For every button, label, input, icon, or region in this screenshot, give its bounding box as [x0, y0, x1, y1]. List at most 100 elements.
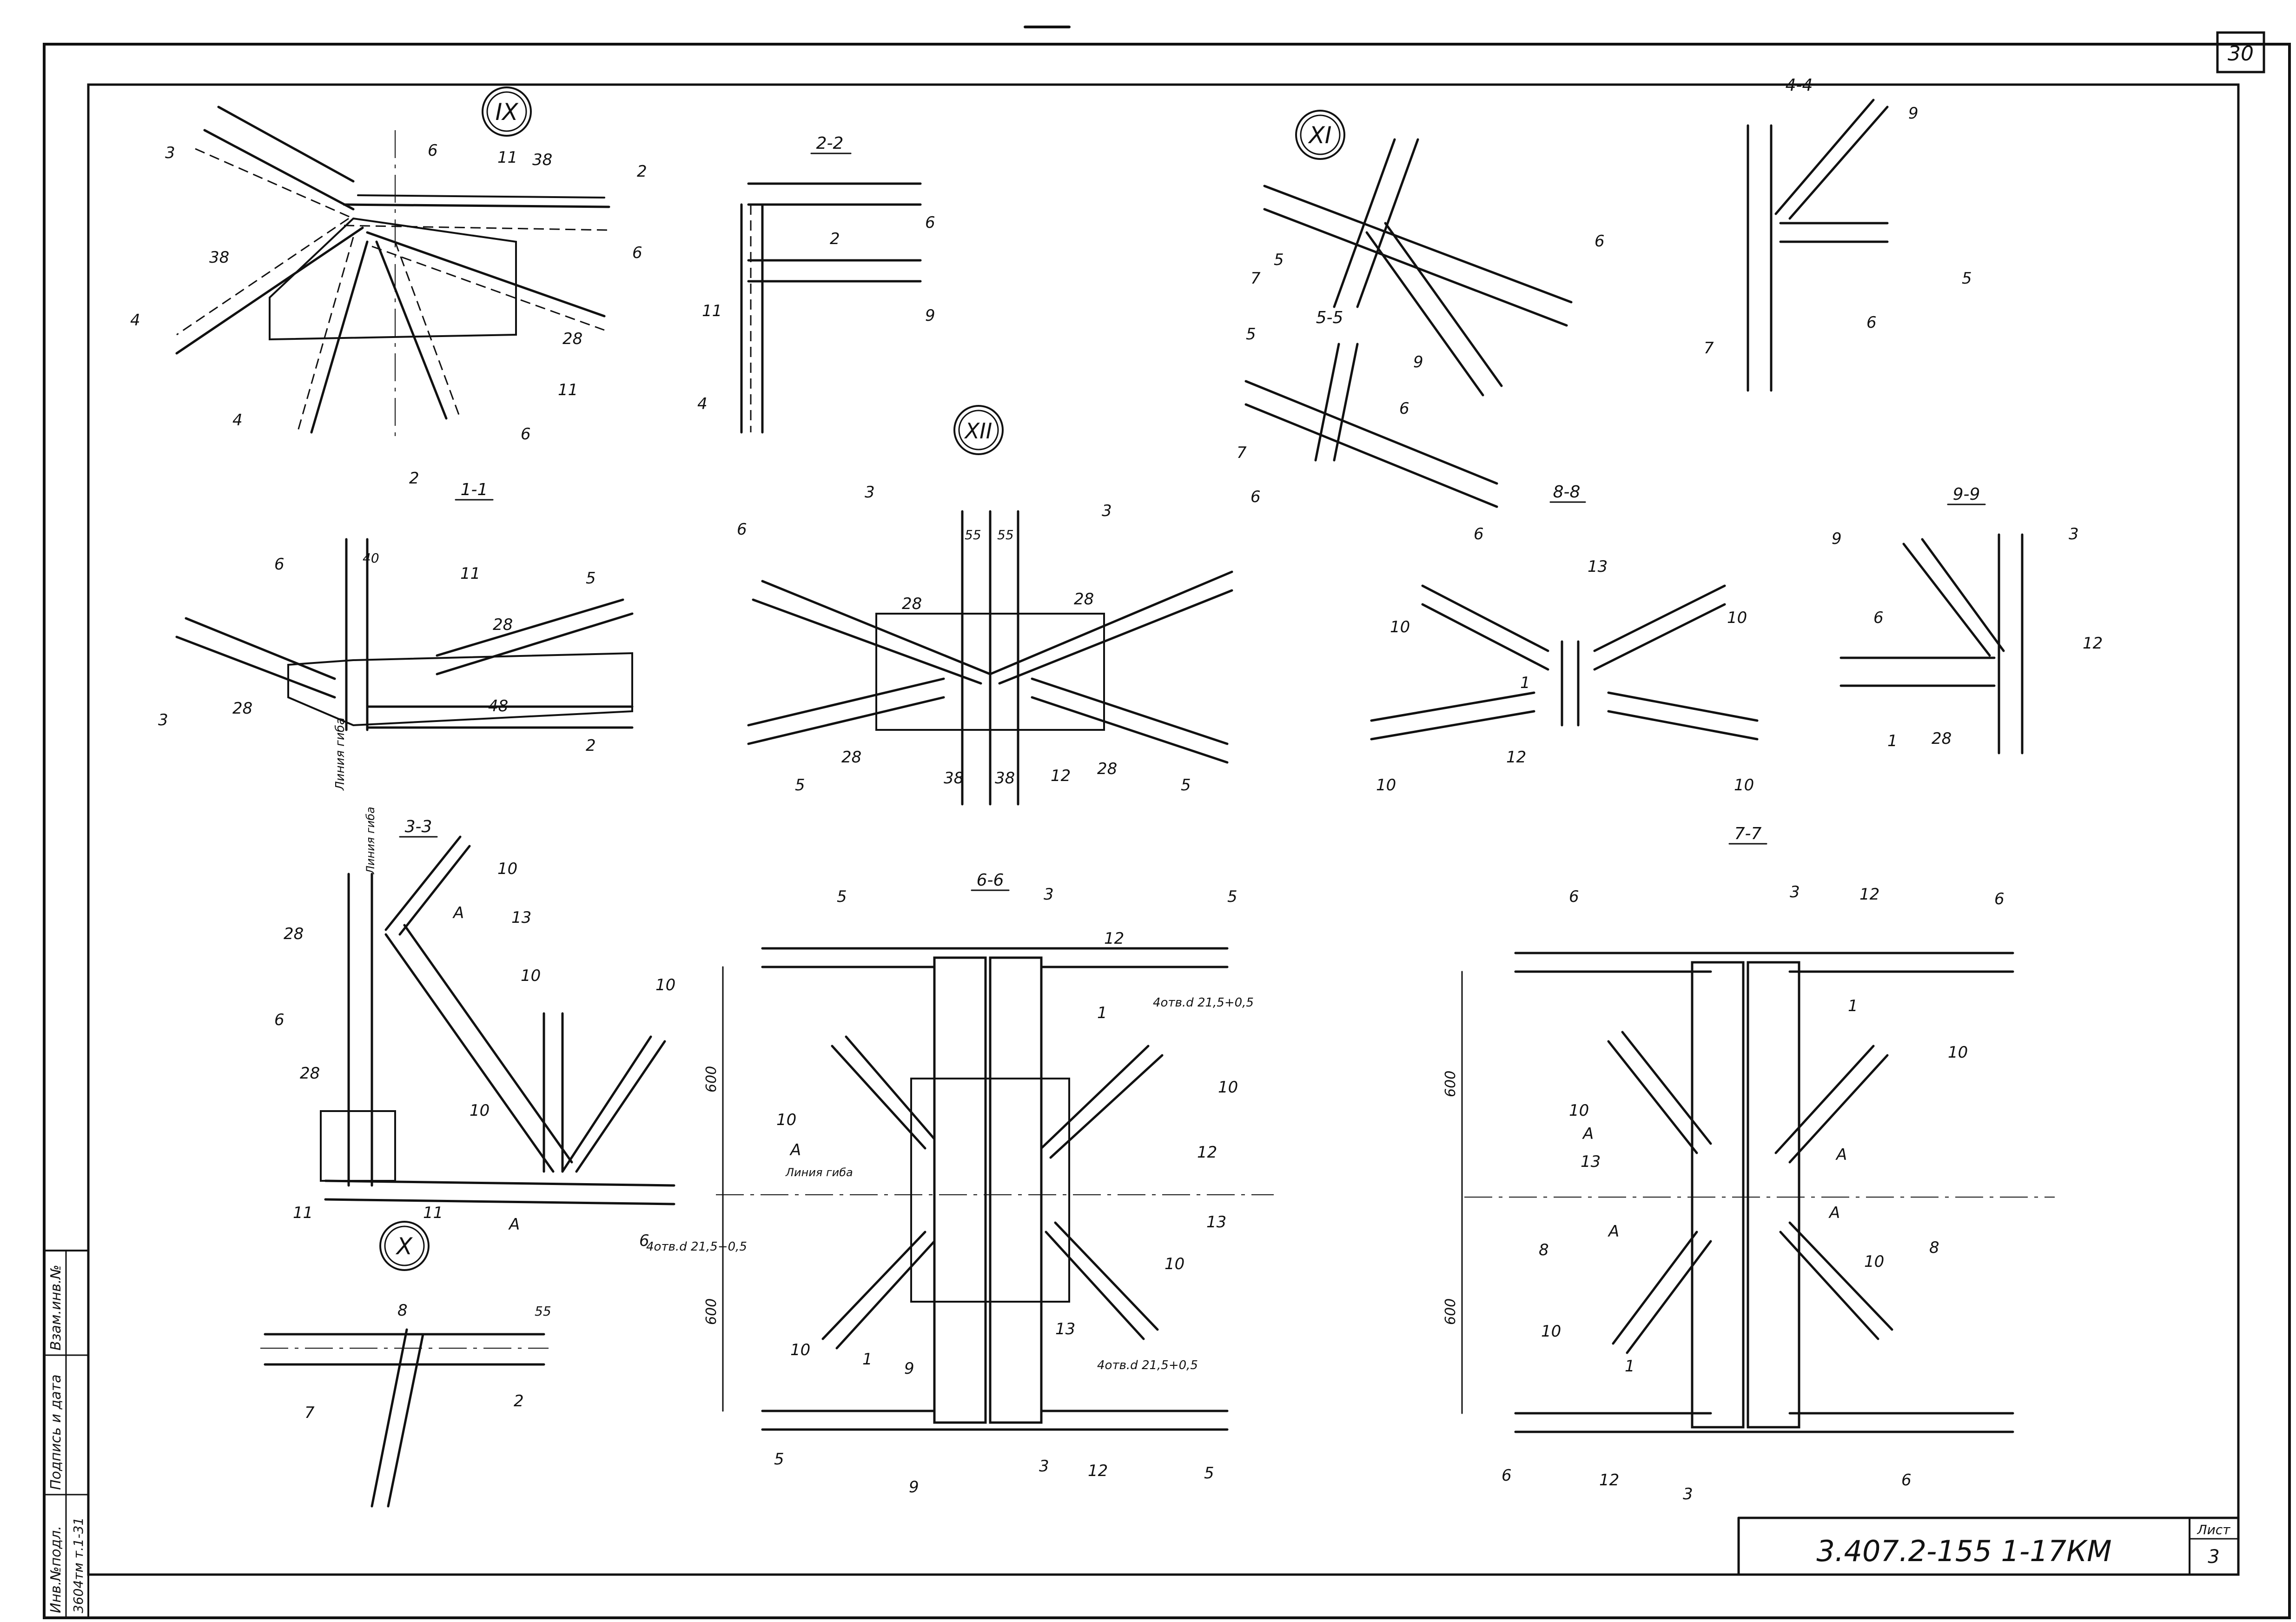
s77-label-10c: 10: [1864, 1252, 1884, 1271]
s88-label-10: 10: [1390, 618, 1410, 636]
s11-label-3: 3: [158, 711, 168, 729]
s88-label-10d: 10: [1734, 776, 1754, 794]
s33-label-10b: 10: [521, 967, 541, 985]
x-label-8: 8: [397, 1301, 408, 1320]
section-1-1: 1-1 6 40 11 5 28 48 2 3 28 Линия гиба: [158, 480, 634, 791]
ix-label-11b: 11: [558, 381, 578, 399]
xi-label-7: 7: [1251, 269, 1261, 288]
s33-label-10d: 10: [470, 1101, 490, 1120]
s88-label-13: 13: [1588, 557, 1608, 576]
s66-dim-600b: 600: [703, 1298, 720, 1325]
s66-label-A: А: [789, 1141, 801, 1159]
s77-label-13: 13: [1581, 1152, 1601, 1171]
s77-label-8: 8: [1539, 1241, 1549, 1259]
s44-label-9: 9: [1908, 104, 1919, 123]
s11-dim-40: 40: [363, 550, 379, 566]
s33-label-6b: 6: [639, 1231, 649, 1250]
s33-label-10: 10: [497, 860, 517, 878]
s66-label-10b: 10: [776, 1111, 796, 1129]
s55-label-5: 5: [1246, 325, 1256, 344]
xii-label-12: 12: [1051, 767, 1071, 785]
ix-label-4b: 4: [232, 411, 243, 430]
xii-label-6: 6: [737, 520, 747, 539]
s88-label-10b: 10: [1727, 609, 1747, 627]
s77-label-A: А: [1582, 1125, 1594, 1143]
s66-label-5d: 5: [1204, 1464, 1214, 1483]
sheet-frame: [43, 26, 2291, 1619]
s33-title: 3-3: [405, 817, 432, 836]
ix-label-38: 38: [532, 151, 552, 169]
xii-label-28c: 28: [841, 748, 861, 767]
title-block: 3.407.2-155 1-17КМ Лист 3: [1737, 1516, 2240, 1576]
s77-label-1: 1: [1848, 997, 1858, 1015]
s33-label-6: 6: [274, 1011, 285, 1029]
s99-title: 9-9: [1953, 485, 1980, 504]
s66-label-13: 13: [1206, 1213, 1226, 1231]
s11-label-6: 6: [274, 555, 285, 574]
s33-label-28b: 28: [300, 1064, 320, 1083]
xi-label-6: 6: [1595, 232, 1605, 251]
xii-label-28: 28: [902, 595, 922, 613]
s66-label-5: 5: [837, 887, 847, 906]
s55-label-7: 7: [1237, 444, 1247, 462]
s22-title: 2-2: [816, 134, 844, 153]
s44-label-5: 5: [1962, 269, 1972, 288]
xii-dim-55: 55: [965, 527, 981, 543]
s44-label-6: 6: [1866, 313, 1877, 332]
s77-label-6: 6: [1569, 887, 1579, 906]
s99-label-28: 28: [1932, 729, 1952, 748]
s77-label-3: 3: [1790, 883, 1800, 901]
s55-label-6: 6: [1399, 399, 1409, 418]
s99-label-1: 1: [1887, 732, 1898, 750]
s77-label-A2: А: [1835, 1145, 1847, 1164]
s77-label-12b: 12: [1599, 1471, 1619, 1490]
s77-label-10d: 10: [1541, 1322, 1561, 1341]
s33-label-13: 13: [511, 908, 531, 927]
ix-label-6c: 6: [521, 425, 531, 444]
s66-label-9: 9: [904, 1359, 914, 1378]
s33-label-A: А: [452, 904, 464, 922]
s55-title: 5-5: [1316, 308, 1343, 327]
s33-label-11b: 11: [423, 1204, 443, 1222]
s99-label-9: 9: [1832, 530, 1842, 548]
designation: 3.407.2-155 1-17КМ: [1816, 1534, 2111, 1568]
x-label-2: 2: [514, 1392, 524, 1410]
ix-label-2b: 2: [409, 469, 419, 488]
s77-label-3b: 3: [1683, 1485, 1693, 1503]
s77-label-10: 10: [1948, 1043, 1968, 1062]
view-XII-title: XII: [964, 418, 993, 444]
s77-dim-600b: 600: [1442, 1298, 1459, 1325]
stamp-podpis: Подпись и дата: [48, 1375, 64, 1490]
s88-label-12: 12: [1506, 748, 1526, 767]
s88-title: 8-8: [1553, 483, 1581, 502]
s22-label-9: 9: [925, 306, 935, 325]
s11-label-48: 48: [488, 697, 508, 715]
s77-label-12: 12: [1859, 885, 1879, 904]
s77-label-6b: 6: [1994, 890, 2005, 908]
s77-label-1b: 1: [1625, 1357, 1635, 1376]
s66-label-9b: 9: [909, 1478, 919, 1496]
s66-label-10c: 10: [1165, 1255, 1184, 1273]
xii-label-5b: 5: [1181, 776, 1191, 794]
view-XI-title: XI: [1308, 122, 1332, 149]
s77-title: 7-7: [1734, 824, 1762, 843]
s66-label-1: 1: [1097, 1004, 1107, 1022]
s22-label-4: 4: [697, 395, 708, 413]
stamp-inv-number: 3604тм т.1-31: [71, 1517, 86, 1613]
s44-label-7: 7: [1704, 339, 1714, 358]
s66-holes-c: 4отв.d 21,5+0,5: [1097, 1358, 1198, 1372]
s77-dim-600: 600: [1442, 1071, 1459, 1097]
ix-label-6: 6: [428, 141, 438, 160]
s66-label-10: 10: [1218, 1078, 1238, 1097]
list-number: 3: [2208, 1546, 2219, 1568]
view-XI: XI 6 7 5 9: [1251, 110, 1605, 397]
xii-label-28d: 28: [1097, 760, 1117, 778]
section-9-9: 9-9 9 6 3 12 1 28: [1832, 485, 2103, 755]
s66-label-1b: 1: [862, 1350, 873, 1369]
s55-label-6b: 6: [1474, 525, 1484, 543]
s11-label-2: 2: [586, 736, 596, 755]
list-label: Лист: [2197, 1522, 2231, 1537]
side-stamp: Инв.№подл. 3604тм т.1-31 Подпись и дата …: [43, 1250, 89, 1619]
s66-title: 6-6: [977, 871, 1004, 890]
xi-label-9: 9: [1413, 353, 1423, 371]
